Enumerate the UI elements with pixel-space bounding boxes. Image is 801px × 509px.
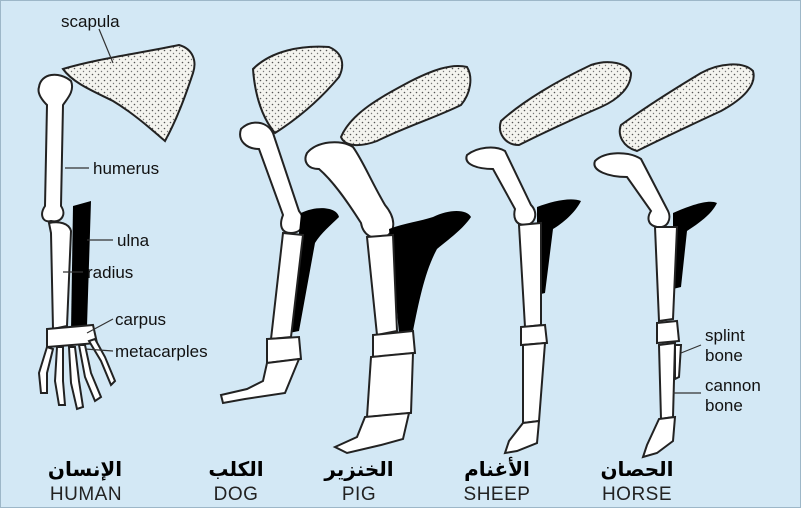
label-metacarples: metacarples [115, 343, 208, 360]
pig-radius [367, 235, 397, 335]
pig-hoof [335, 413, 409, 453]
sheep-hoof [505, 421, 539, 453]
horse-hoof [643, 417, 675, 457]
sheep-ulna [537, 199, 581, 295]
sheep-cannon [523, 343, 545, 423]
label-ulna: ulna [117, 232, 149, 249]
horse-radius [655, 227, 677, 321]
horse-splint [675, 345, 681, 379]
caption-horse-arabic: الحصان [587, 459, 687, 479]
label-splint: splint [705, 327, 745, 344]
human-scapula [63, 45, 194, 141]
horse-cannon [659, 343, 675, 419]
sheep-carpus [521, 325, 547, 345]
pig-ulna [389, 211, 471, 333]
caption-dog: DOG [201, 485, 271, 504]
pig-limb [306, 66, 472, 453]
dog-paw [221, 359, 299, 403]
label-humerus: humerus [93, 160, 159, 177]
label-cannon: cannon [705, 377, 761, 394]
sheep-scapula [500, 62, 631, 145]
pig-metacarpals [367, 353, 413, 417]
pig-scapula [341, 66, 470, 145]
horse-carpus [657, 321, 679, 343]
label-cannon-bone: bone [705, 397, 743, 414]
sheep-radius [519, 223, 541, 327]
dog-humerus [240, 123, 303, 233]
dog-scapula [253, 47, 342, 133]
human-radius [49, 222, 71, 329]
dog-limb [221, 47, 342, 403]
label-radius: radius [87, 264, 133, 281]
caption-pig: PIG [319, 485, 399, 504]
caption-human: HUMAN [31, 485, 141, 504]
human-digit-2 [55, 347, 65, 405]
caption-sheep-arabic: الأغنام [447, 459, 547, 479]
horse-scapula [620, 64, 754, 151]
sheep-limb [466, 62, 631, 453]
human-digit-1 [39, 347, 53, 393]
sheep-humerus [466, 148, 535, 225]
human-humerus [38, 75, 72, 222]
horse-humerus [594, 153, 669, 227]
caption-dog-arabic: الكلب [201, 459, 271, 479]
caption-sheep: SHEEP [447, 485, 547, 504]
label-carpus: carpus [115, 311, 166, 328]
label-scapula: scapula [61, 13, 120, 30]
splint-leader [681, 345, 701, 353]
caption-human-arabic: الإنسان [39, 459, 131, 479]
caption-horse: HORSE [587, 485, 687, 504]
horse-ulna [673, 202, 717, 289]
caption-pig-arabic: الخنزير [319, 459, 399, 479]
label-splint-bone: bone [705, 347, 743, 364]
